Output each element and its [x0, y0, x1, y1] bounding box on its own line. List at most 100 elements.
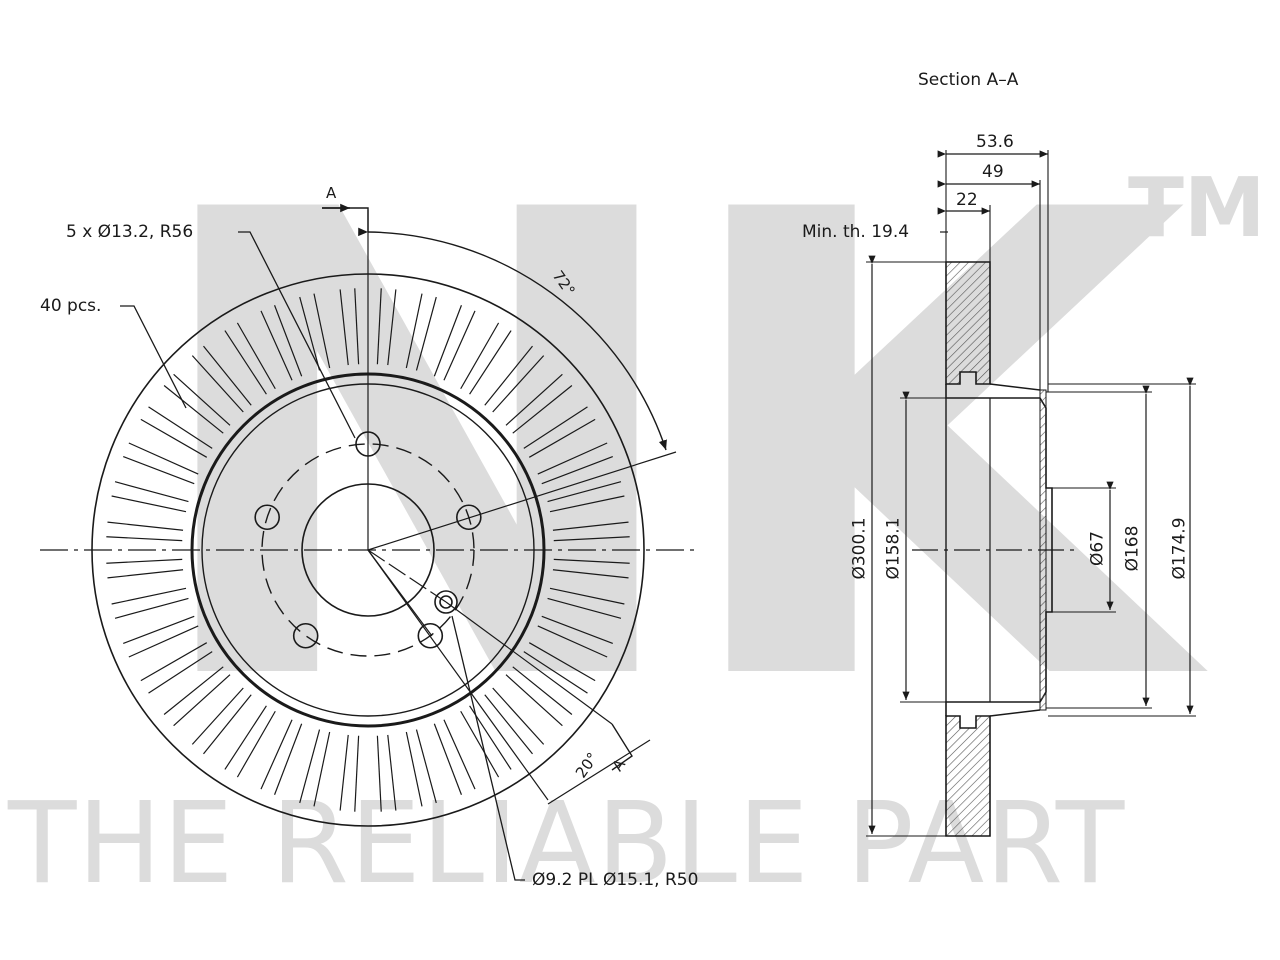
leader-pin-holes — [451, 615, 525, 881]
vane-edge — [224, 330, 267, 395]
section-view — [866, 150, 1196, 837]
vane-edge — [123, 455, 195, 485]
dia-inner-friction-label: Ø158.1 — [883, 517, 904, 580]
vane-edge — [387, 289, 397, 366]
vane-edge — [191, 687, 244, 745]
bolt-holes-label: 5 x Ø13.2, R56 — [66, 222, 194, 242]
vane-edge — [387, 734, 397, 811]
vane-edge — [114, 597, 189, 619]
vane-edge — [173, 373, 231, 426]
width-disc-label: 22 — [956, 190, 978, 210]
vane-edge — [299, 729, 321, 804]
section-title: Section A–A — [918, 70, 1019, 90]
dia-hat-outer-label: Ø174.9 — [1169, 517, 1190, 580]
vane-edge — [236, 710, 276, 778]
vane-edge — [505, 674, 563, 727]
vane-edge — [460, 710, 500, 778]
vane-edge — [552, 521, 629, 531]
width-total-label: 53.6 — [976, 132, 1014, 152]
vane-edge — [313, 293, 331, 369]
angle-72-radial — [367, 451, 677, 551]
vane-edge — [523, 651, 588, 694]
section-arrow-top — [322, 207, 369, 232]
vane-edge — [203, 694, 252, 755]
vane-edge — [107, 521, 184, 531]
vane-edge — [547, 481, 622, 503]
vane-edge — [433, 723, 463, 795]
vane-edge — [111, 495, 187, 513]
vanes-label: 40 pcs. — [40, 296, 102, 316]
vane-edge — [376, 288, 382, 365]
min-thickness-label: Min. th. 19.4 — [802, 222, 910, 242]
vane-edge — [484, 694, 533, 755]
vane-edge — [549, 587, 625, 605]
vane-edge — [224, 705, 267, 770]
dia-hat-label: Ø168 — [1122, 525, 1143, 572]
vane-edge — [191, 355, 244, 413]
leader-vanes — [120, 305, 187, 409]
vane-edge — [140, 642, 208, 682]
vane-edge — [405, 731, 423, 807]
vane-edge — [140, 418, 208, 458]
vane-edge — [273, 305, 303, 377]
vane-edge — [339, 289, 349, 366]
vane-edge — [163, 385, 224, 434]
vane-edge — [163, 666, 224, 715]
vane-edge — [443, 719, 476, 790]
vane-edge — [203, 345, 252, 406]
vane-edge — [537, 442, 608, 475]
vane-edge — [173, 674, 231, 727]
front-view — [40, 203, 695, 881]
vane-edge — [553, 558, 630, 564]
vane-edge — [148, 406, 213, 449]
pin-holes-label: Ø9.2 PL Ø15.1, R50 — [532, 870, 699, 890]
dia-center-label: Ø67 — [1087, 531, 1108, 567]
vane-edge — [260, 719, 293, 790]
vane-edge — [552, 569, 629, 579]
vane-edge — [354, 735, 360, 812]
width-hat-label: 49 — [982, 162, 1004, 182]
vane-edge — [547, 597, 622, 619]
vane-edge — [106, 536, 183, 542]
angle-arc-72 — [358, 227, 667, 451]
vane-edge — [541, 455, 613, 485]
section-marker-top: A — [326, 184, 337, 202]
pin-hole-outer — [434, 590, 458, 614]
bolt-hole — [417, 622, 444, 649]
vane-edge — [553, 536, 630, 542]
vane-edge — [273, 723, 303, 795]
vane-edge — [148, 651, 213, 694]
vane-edge — [528, 642, 596, 682]
vane-edge — [537, 625, 608, 658]
vane-edge — [313, 731, 331, 807]
angle-20-line — [547, 739, 651, 805]
bolt-hole — [292, 622, 319, 649]
vane-edge — [107, 569, 184, 579]
leader-bolt-holes — [238, 231, 356, 439]
vane-edge — [512, 666, 573, 715]
vane-edge — [339, 734, 349, 811]
vane-edge — [128, 442, 199, 475]
friction-ring-upper — [945, 261, 991, 385]
vane-edge — [541, 615, 613, 645]
vane-edge — [433, 305, 463, 377]
vane-edge — [106, 558, 183, 564]
vane-edge — [299, 296, 321, 371]
watermark-tm: TM — [1128, 161, 1266, 256]
vane-edge — [376, 735, 382, 812]
pin-hole-inner — [439, 595, 453, 609]
vane-edge — [492, 687, 545, 745]
section-arrow-bottom — [611, 723, 633, 771]
bolt-hole — [254, 504, 280, 531]
vane-edge — [443, 310, 476, 381]
dia-outer-label: Ø300.1 — [849, 517, 870, 580]
vane-edge — [415, 729, 437, 804]
vane-edge — [260, 310, 293, 381]
vane-edge — [128, 625, 199, 658]
friction-ring-lower — [945, 715, 991, 837]
watermark-slogan: THE RELIABLE PART — [8, 779, 1126, 909]
vane-edge — [114, 481, 189, 503]
vane-edge — [123, 615, 195, 645]
vane-edge — [549, 495, 625, 513]
